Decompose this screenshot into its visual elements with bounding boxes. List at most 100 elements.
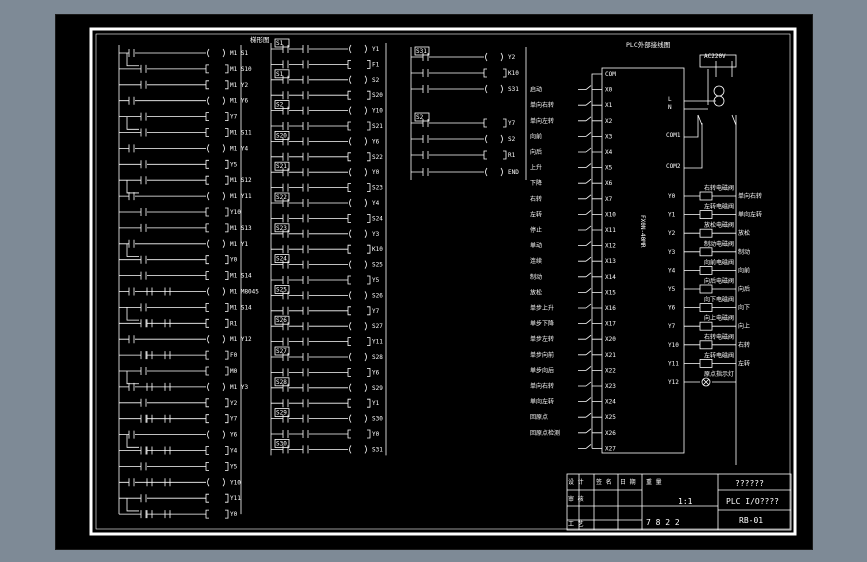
coil-label: Y7	[230, 416, 238, 423]
input-switch-icon	[585, 100, 592, 106]
input-label: 单步向后	[530, 366, 554, 374]
output-terminal-label: Y0	[668, 193, 676, 200]
output-terminal-label: Y11	[668, 360, 679, 367]
input-label: 单步向前	[530, 351, 554, 359]
input-label: 单向右转	[530, 382, 554, 390]
contact-symbol	[302, 75, 309, 84]
coil-symbol	[207, 144, 225, 153]
contact-symbol	[302, 214, 309, 223]
contact-symbol	[302, 45, 309, 53]
function-box-symbol	[205, 493, 229, 503]
contact-symbol	[302, 137, 309, 146]
input-terminal-label: X7	[605, 196, 613, 203]
solenoid-coil-icon	[699, 340, 713, 350]
function-box-symbol	[483, 68, 507, 78]
input-label: 单步上升	[530, 304, 554, 312]
title-row-label: 审 核	[568, 495, 584, 503]
function-box-symbol	[205, 398, 229, 408]
step-box	[274, 438, 290, 448]
input-terminal-label: X23	[605, 383, 616, 390]
contact-symbol	[422, 151, 429, 159]
contact-symbol	[302, 322, 309, 331]
step-label: S27	[276, 348, 287, 355]
step-label: S1	[276, 40, 284, 47]
contact-symbol	[128, 144, 135, 153]
input-terminal-label: X24	[605, 399, 616, 406]
coil-symbol	[349, 321, 367, 331]
function-box-symbol	[205, 64, 229, 74]
contact-symbol	[164, 414, 171, 423]
coil-label: S23	[372, 185, 383, 192]
input-label: 下降	[530, 179, 542, 187]
input-terminal-label: X2	[605, 118, 613, 125]
step-label: S29	[276, 410, 287, 417]
contact-symbol	[140, 351, 147, 360]
title-col-label: 签 名	[596, 478, 612, 486]
function-box-symbol	[347, 275, 371, 285]
contact-symbol	[282, 383, 289, 392]
contact-symbol	[282, 245, 289, 254]
power-source-symbol	[699, 54, 737, 68]
output-device-label: 向上	[738, 322, 750, 330]
input-switch-icon	[585, 147, 592, 153]
coil-label: K10	[372, 246, 383, 253]
function-box-symbol	[205, 318, 229, 328]
output-device-label: 制动	[738, 248, 750, 256]
function-box-symbol	[205, 223, 229, 233]
contact-symbol	[302, 260, 309, 269]
input-switch-icon	[585, 225, 592, 231]
contact-symbol	[302, 276, 309, 284]
coil-symbol	[207, 430, 225, 439]
step-box	[274, 346, 290, 356]
coil-label: S21	[372, 123, 383, 130]
function-box-symbol	[205, 446, 229, 455]
contact-symbol	[140, 414, 147, 423]
coil-label: Y0	[372, 431, 380, 438]
output-coil-label: 右转电磁阀	[704, 184, 734, 192]
drawing-outer-border	[89, 27, 797, 536]
input-label: 启动	[530, 86, 542, 94]
input-terminal-label: X10	[605, 211, 616, 218]
title-drawing-name: PLC I/O????	[726, 497, 779, 506]
contact-symbol	[164, 319, 171, 328]
contact-symbol	[164, 446, 171, 455]
output-terminal-label: Y7	[668, 323, 676, 330]
contact-symbol	[282, 306, 289, 315]
output-device-label: 放松	[738, 229, 750, 237]
contact-symbol	[164, 382, 171, 391]
branch-wire	[126, 243, 139, 257]
step-label: S20	[276, 132, 287, 139]
contact-symbol	[140, 112, 147, 121]
contact-symbol	[128, 49, 135, 57]
coil-label: Y0	[372, 169, 380, 176]
contact-symbol	[282, 414, 289, 423]
input-terminal-label: X11	[605, 227, 616, 234]
contact-symbol	[422, 53, 429, 61]
input-label: 制动	[530, 273, 542, 281]
step-label: S30	[276, 440, 287, 447]
contact-symbol	[128, 192, 135, 201]
step-label: S2	[276, 102, 284, 109]
contact-symbol	[282, 229, 289, 238]
step-box	[274, 315, 290, 325]
coil-label: S25	[372, 262, 383, 269]
lamp-icon	[702, 378, 710, 386]
output-coil-label: 左转电磁阀	[704, 203, 734, 211]
input-label: 向后	[530, 148, 542, 156]
contact-symbol	[282, 199, 289, 207]
contact-symbol	[164, 510, 171, 519]
input-switch-icon	[585, 444, 592, 449]
input-switch-icon	[585, 132, 592, 137]
contact-symbol	[282, 368, 289, 377]
output-terminal-label: Y4	[668, 267, 676, 274]
step-label: S28	[276, 379, 287, 386]
contact-symbol	[282, 183, 289, 192]
output-terminal-label: Y10	[668, 342, 679, 349]
coil-label: S31	[508, 86, 519, 93]
input-terminal-label: X14	[605, 274, 616, 281]
coil-label: M1 Y6	[230, 98, 248, 105]
contact-symbol	[282, 137, 289, 146]
title-col-label: 日 期	[620, 478, 636, 486]
step-box	[274, 223, 290, 233]
